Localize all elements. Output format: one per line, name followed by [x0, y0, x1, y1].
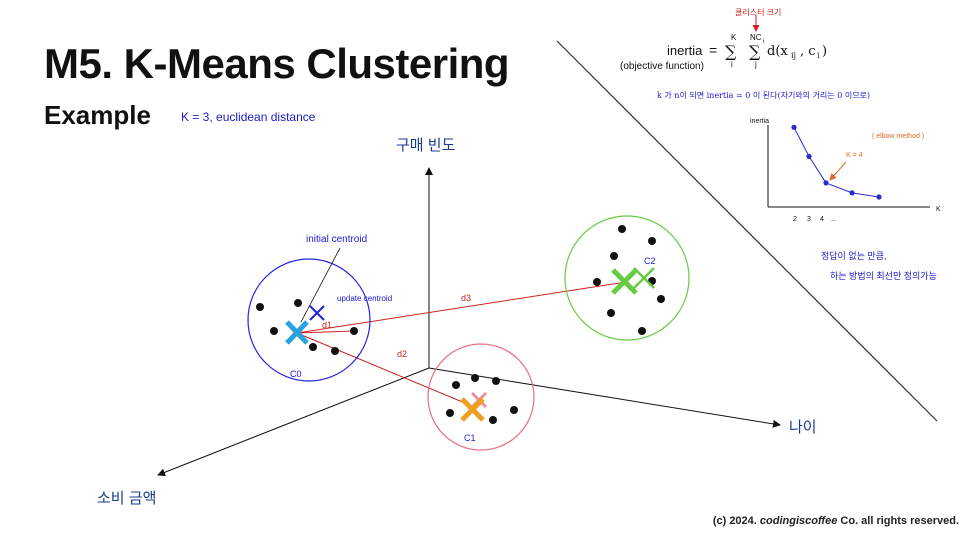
svg-text:j: j	[754, 60, 757, 69]
elbow-point	[791, 124, 797, 130]
elbow-method-annotation: ( elbow method )	[872, 133, 924, 140]
data-point	[638, 327, 646, 335]
data-point	[350, 327, 358, 335]
svg-text:∑: ∑	[725, 42, 737, 61]
initial-centroid-marker	[309, 305, 325, 321]
formula-sums: K ∑ i NC i ∑ j d(x ij , c i )	[725, 33, 827, 69]
data-point	[618, 225, 626, 233]
elbow-tick: 2	[793, 216, 797, 223]
axis-label-spending: 소비 금액	[97, 490, 157, 507]
svg-text:NC: NC	[750, 33, 762, 42]
cluster-c0: C0	[247, 258, 371, 382]
updated-centroid-marker	[285, 320, 309, 345]
updated-centroid-marker	[460, 397, 485, 422]
formula-lhs: inertia	[667, 43, 703, 58]
svg-text:K: K	[731, 33, 737, 42]
data-point	[648, 237, 656, 245]
elbow-chart: inertia K 2 3 4 ... ( elbow method ) K =…	[750, 118, 941, 223]
cluster-label: C1	[464, 433, 476, 443]
data-point	[657, 295, 665, 303]
elbow-tick: 4	[820, 216, 824, 223]
elbow-k-annotation: K = 4	[846, 152, 863, 159]
data-point	[607, 309, 615, 317]
elbow-series-line	[793, 127, 880, 198]
elbow-ylabel: inertia	[750, 118, 769, 125]
initial-centroid-label: initial centroid	[306, 234, 367, 245]
update-centroid-label: update centroid	[337, 294, 392, 303]
data-point	[610, 252, 618, 260]
distance-line-d2	[296, 332, 473, 407]
data-point	[294, 299, 302, 307]
slide-title: M5. K-Means Clustering	[44, 40, 510, 87]
distance-lines: d1 d2 d3	[296, 281, 627, 407]
cluster-size-annotation: 클러스터 크기	[735, 8, 782, 17]
cluster-label: C2	[644, 256, 656, 266]
axis-z	[157, 367, 430, 477]
svg-text:, c: , c	[800, 44, 816, 59]
updated-centroid-marker	[611, 268, 638, 295]
svg-text:i: i	[731, 60, 733, 69]
svg-text:i: i	[763, 39, 764, 45]
axis-x	[428, 367, 781, 428]
copyright: (c) 2024. codingiscoffee Co. all rights …	[712, 515, 959, 527]
note-k-equals-n: k 가 n이 되면 inertia = 0 이 된다(자기와의 거리는 0 이므…	[657, 91, 871, 100]
objective-function-note: (objective function)	[620, 61, 704, 72]
note-no-answer-line1: 정답이 없는 만큼,	[821, 251, 887, 261]
cluster-c2: C2	[564, 215, 690, 341]
slide-subtitle: Example	[44, 100, 151, 130]
elbow-point	[849, 190, 855, 196]
svg-text:∑: ∑	[749, 42, 761, 61]
elbow-point	[876, 194, 882, 200]
elbow-xlabel: K	[936, 206, 941, 213]
axis-label-purchase-frequency: 구매 빈도	[396, 137, 456, 154]
data-point	[510, 406, 518, 414]
svg-text:): )	[822, 44, 827, 59]
elbow-tick: ...	[831, 216, 837, 223]
cluster-boundary	[427, 343, 535, 451]
parameter-note: K = 3, euclidean distance	[181, 110, 316, 124]
cluster-c1: C1	[427, 343, 535, 451]
data-point	[256, 303, 264, 311]
note-no-answer-line2: 하는 방법의 최선만 정의가능	[830, 271, 937, 281]
data-point	[489, 416, 497, 424]
data-point	[471, 374, 479, 382]
data-point	[452, 381, 460, 389]
data-point	[446, 409, 454, 417]
data-point	[309, 343, 317, 351]
data-point	[331, 347, 339, 355]
svg-text:i: i	[817, 51, 820, 60]
elbow-point	[806, 153, 812, 159]
svg-text:ij: ij	[791, 51, 796, 60]
elbow-arrow	[829, 161, 847, 181]
axis-label-age: 나이	[789, 419, 817, 436]
elbow-point	[823, 180, 829, 186]
svg-text:d(x: d(x	[767, 44, 788, 59]
data-point	[593, 278, 601, 286]
cluster-boundary	[247, 258, 371, 382]
distance-line-d3	[296, 281, 627, 334]
data-point	[492, 377, 500, 385]
data-point	[270, 327, 278, 335]
formula-equals: =	[709, 42, 718, 58]
distance-label: d3	[461, 293, 471, 303]
axes-3d	[157, 167, 781, 477]
separator-line	[556, 40, 938, 422]
initial-centroid-pointer	[300, 247, 341, 323]
distance-line-d1	[296, 330, 355, 334]
cluster-label: C0	[290, 369, 302, 379]
elbow-tick: 3	[807, 216, 811, 223]
distance-label: d2	[397, 349, 407, 359]
distance-label: d1	[322, 320, 332, 330]
cluster-boundary	[564, 215, 690, 341]
